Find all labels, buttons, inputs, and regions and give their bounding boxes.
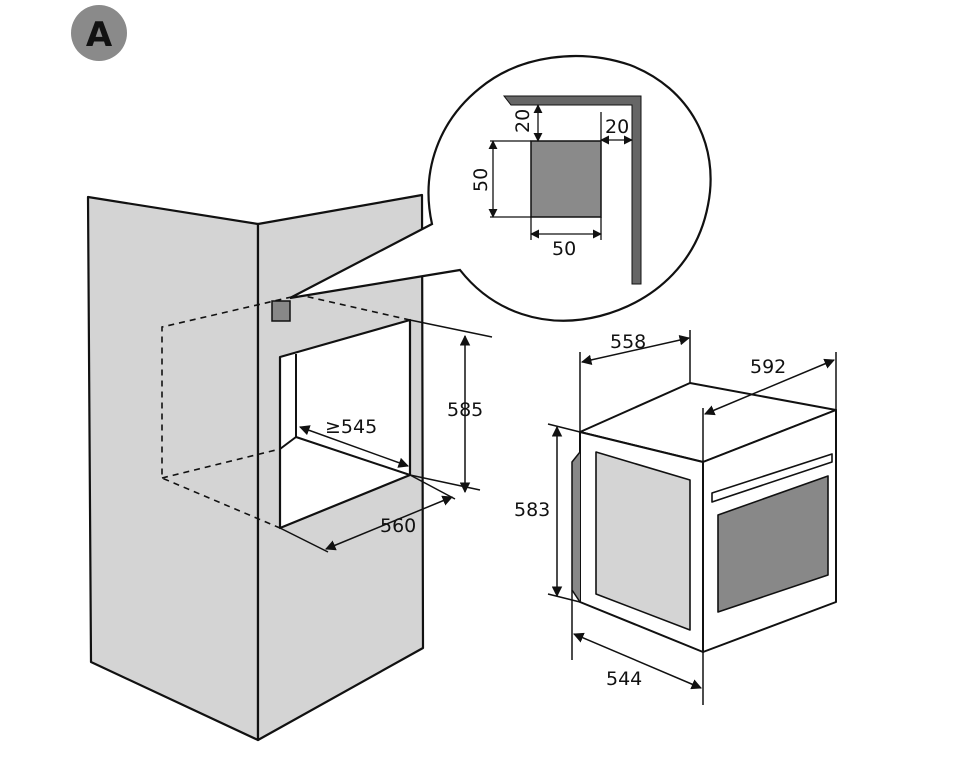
cabinet <box>86 193 425 742</box>
oven-back-strip <box>571 451 581 603</box>
oven-depth-body-label: 544 <box>606 668 642 690</box>
hidden-floor <box>161 448 281 479</box>
cabinet-side-panel <box>86 195 260 742</box>
figure-badge: A <box>71 5 127 61</box>
dim-line-558 <box>580 334 691 366</box>
oven-handle <box>711 453 833 503</box>
dim-line-depth <box>299 425 409 468</box>
vent-offset-side-label: 20 <box>605 116 629 138</box>
oven-width-label: 592 <box>750 356 786 378</box>
oven-side-inset <box>595 451 691 631</box>
oven <box>571 382 837 653</box>
badge-circle <box>71 5 127 61</box>
niche-dimensions <box>279 319 493 553</box>
figure-label: A <box>86 15 113 55</box>
oven-dimensions <box>547 330 837 705</box>
hidden-edges <box>161 294 411 529</box>
detail-callout: 20 20 50 50 <box>289 55 712 322</box>
oven-depth-top-label: 558 <box>610 331 646 353</box>
vent-opening <box>271 300 291 322</box>
oven-window <box>717 475 829 613</box>
dim-line-width <box>325 495 453 551</box>
dim-line-544 <box>573 632 702 690</box>
niche-height-label: 585 <box>447 399 483 421</box>
niche-interior <box>279 354 411 476</box>
ext-line-top <box>409 319 493 338</box>
ext-line-width-left <box>279 527 329 553</box>
vent-detail <box>530 140 602 218</box>
detail-dimension-lines <box>488 104 633 240</box>
ext-583-top <box>547 423 581 433</box>
vent-height-label: 50 <box>470 168 492 192</box>
oven-height-label: 583 <box>514 499 550 521</box>
niche-width-label: 560 <box>380 515 416 537</box>
callout-bubble <box>289 55 712 322</box>
hidden-outline <box>161 294 411 529</box>
ext-line-width-right <box>409 474 456 500</box>
niche-floor-left <box>279 436 297 450</box>
niche-floor-back <box>295 436 411 476</box>
corner-wall <box>502 95 642 285</box>
vent-offset-top-label: 20 <box>512 109 534 133</box>
niche-depth-label: ≥545 <box>325 416 377 438</box>
vent-width-label: 50 <box>552 238 576 260</box>
dim-line-592 <box>704 358 835 416</box>
